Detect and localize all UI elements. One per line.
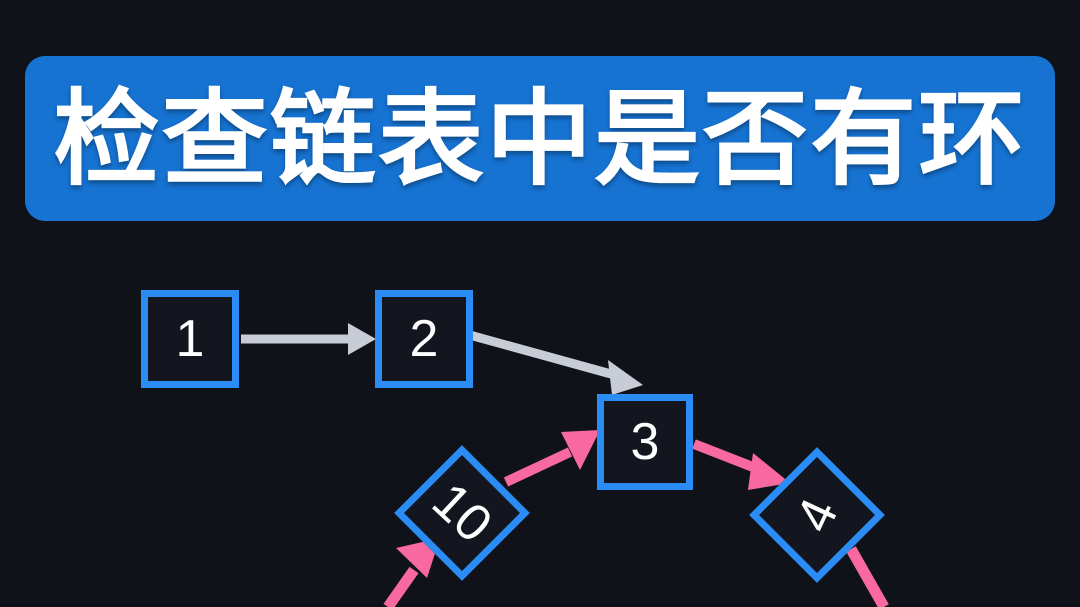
node-label: 4 (784, 489, 850, 541)
node-label: 1 (175, 310, 205, 368)
node-label: 10 (421, 472, 503, 554)
node-2[interactable]: 2 (375, 290, 473, 388)
edge-10-to-3 (503, 430, 600, 487)
edge-2-to-3 (464, 329, 643, 395)
title-banner: 检查链表中是否有环 (25, 56, 1055, 221)
node-3[interactable]: 3 (597, 394, 693, 490)
edge-4-to-below (846, 546, 889, 607)
node-1[interactable]: 1 (141, 290, 239, 388)
node-label: 3 (630, 413, 660, 471)
node-label: 2 (409, 310, 439, 368)
page-title: 检查链表中是否有环 (53, 77, 1027, 200)
edge-3-to-4 (692, 439, 790, 490)
edge-1-to-2 (241, 323, 376, 355)
